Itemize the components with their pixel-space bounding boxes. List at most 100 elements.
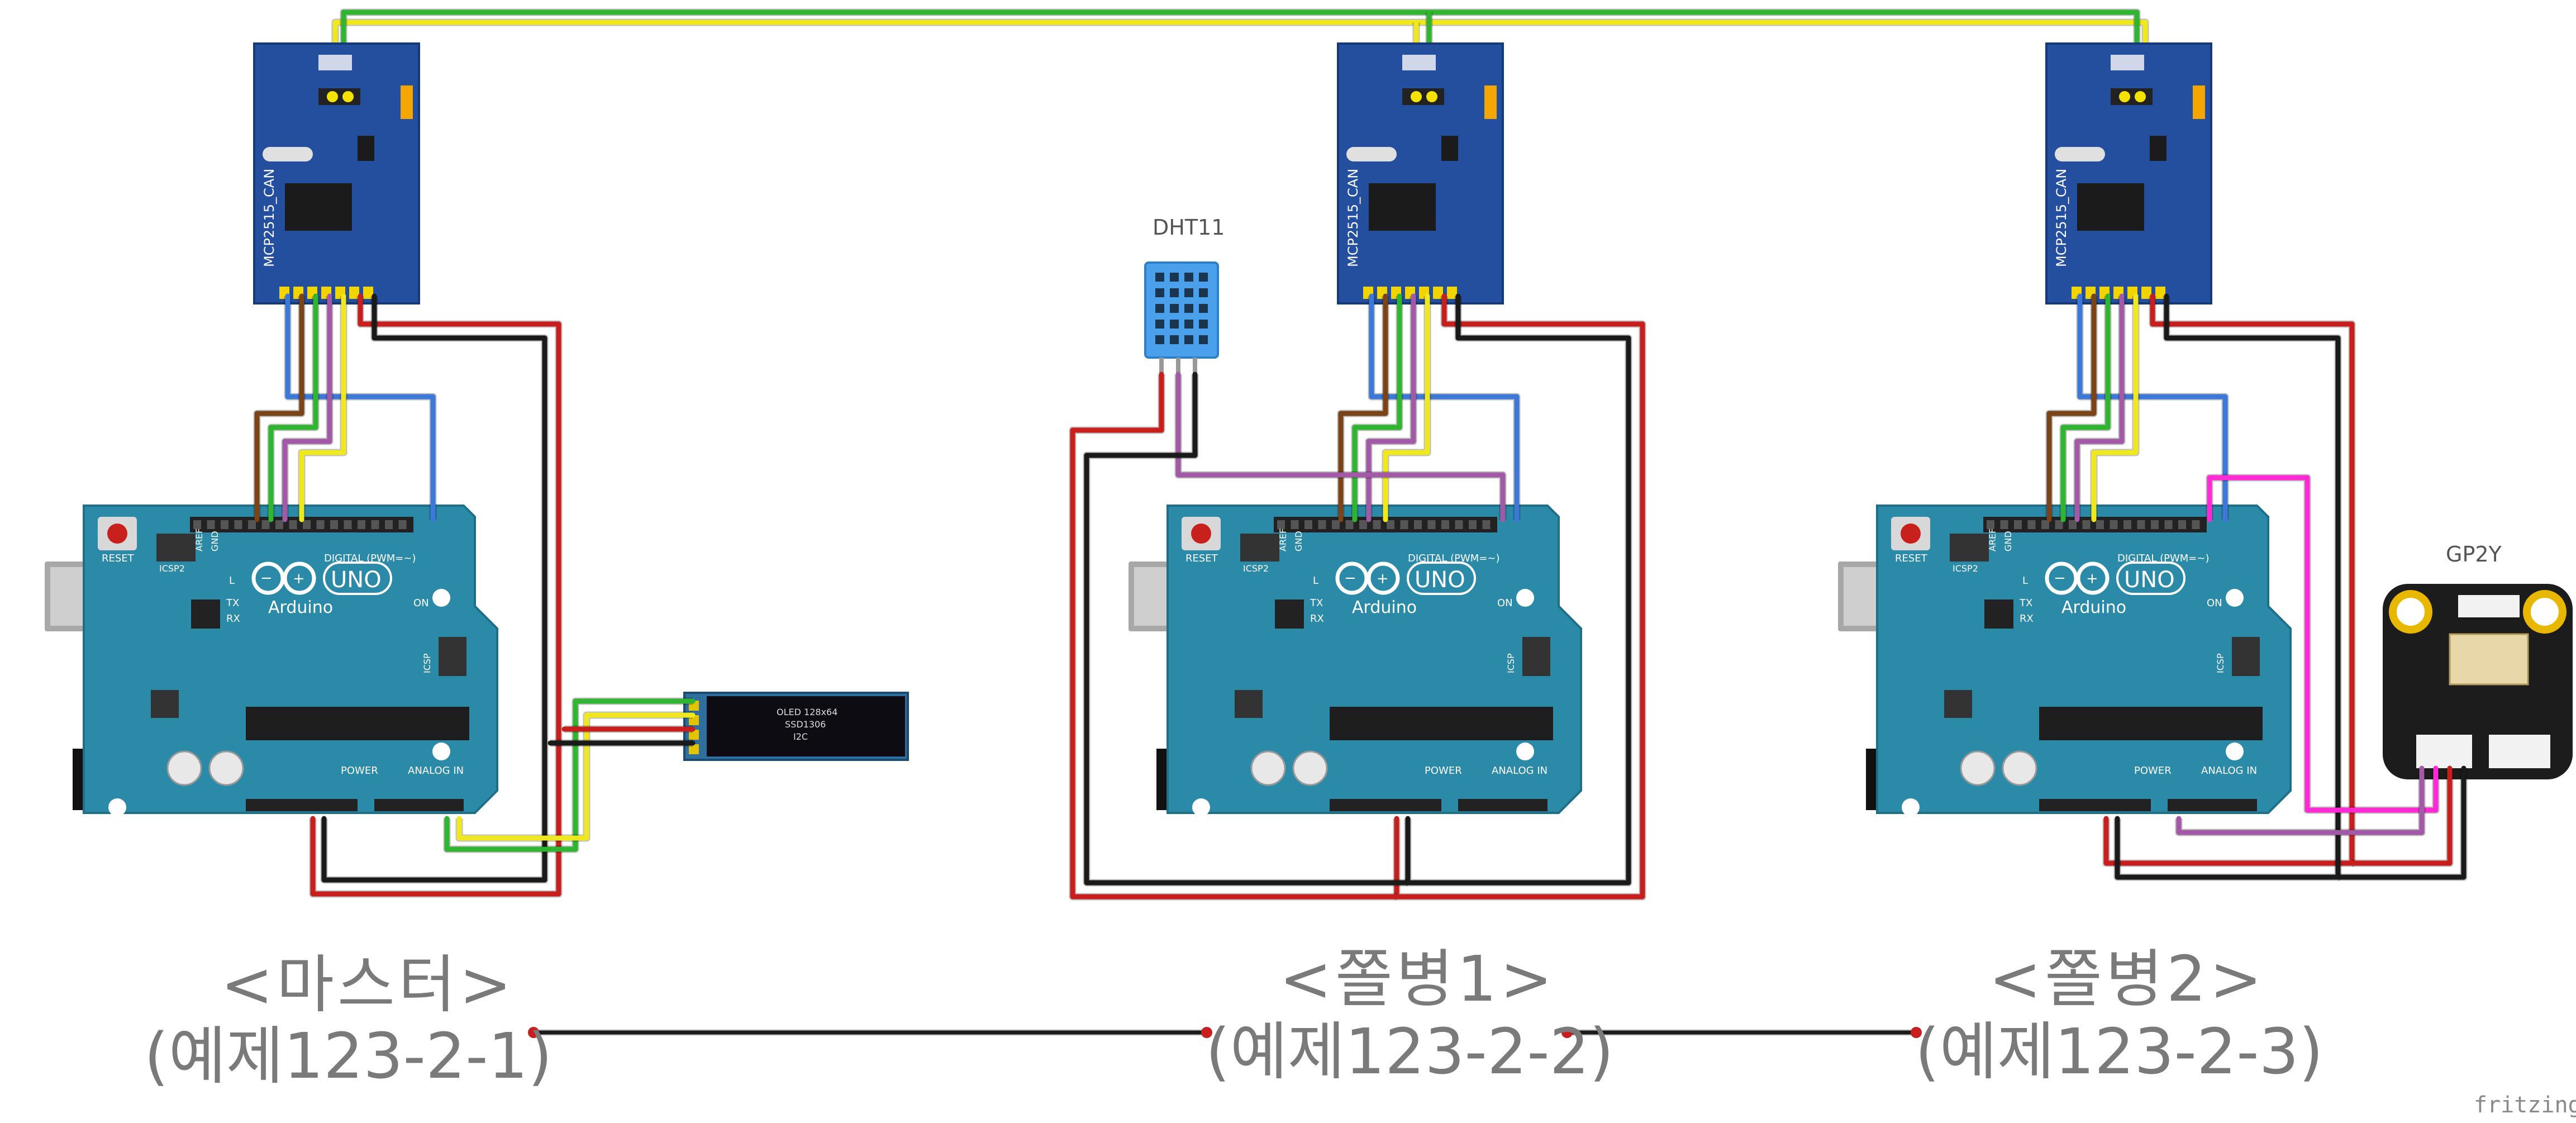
logo-right-ring — [2076, 562, 2110, 595]
can-header-pin — [1447, 287, 1457, 299]
icsp-header — [1522, 637, 1550, 676]
analog-label: ANALOG IN — [408, 765, 464, 777]
dht11-body — [1144, 261, 1219, 359]
crystal — [1346, 147, 1397, 161]
dht11-vcc-wire — [1070, 372, 1399, 900]
dht11-grille — [1170, 273, 1179, 282]
slave2-sck-wire — [2046, 293, 2097, 522]
regulator — [151, 690, 179, 718]
oled-pin — [689, 744, 699, 754]
link-dot-3 — [1561, 1027, 1573, 1038]
uno-text: UNO — [1415, 567, 1465, 593]
can-bus-low-wire-outline — [340, 8, 2141, 49]
dht11-grille — [1199, 335, 1208, 344]
gp2y-gnd-wire — [2335, 765, 2467, 880]
slave2-gnd-wire — [2115, 293, 2341, 880]
oled-sda-wire — [444, 698, 696, 852]
digital-pin — [261, 520, 270, 529]
mount-hole-3 — [2226, 743, 2244, 760]
capacitor-1 — [1960, 750, 1996, 786]
icsp2-label: ICSP2 — [1243, 563, 1269, 574]
mcp2515-chip — [2077, 183, 2144, 231]
power-label: POWER — [2134, 765, 2172, 777]
digital-pin — [398, 520, 407, 529]
digital-pin — [207, 520, 215, 529]
jumper-pin-1 — [1411, 91, 1422, 102]
logo-right-ring — [283, 562, 316, 595]
tx-label: TX — [2019, 597, 2032, 609]
gp2y-dust-sensor — [2383, 584, 2573, 779]
jumper-pin-1 — [327, 91, 338, 102]
reset-label: RESET — [1185, 553, 1218, 564]
mcp2515-can-module-2: MCP2515_CAN — [1337, 42, 1504, 304]
dht11-grille — [1184, 335, 1193, 344]
gp2y-label: GP2Y — [2446, 542, 2502, 567]
digital-pin — [1332, 520, 1340, 529]
master-si-wire — [268, 293, 318, 522]
power-header — [1330, 799, 1441, 811]
oled-scl-wire — [456, 712, 696, 841]
jumper-header — [1402, 88, 1444, 105]
master-cs-wire — [299, 293, 346, 522]
arduino-text: Arduino — [2061, 598, 2126, 617]
icsp-header — [439, 637, 466, 676]
slave1-cs-wire-outline — [1382, 296, 1431, 520]
logo-left-ring — [1335, 562, 1369, 595]
slave2-int-wire — [2077, 293, 2228, 522]
crystal — [263, 147, 313, 161]
mount-hole-3 — [432, 743, 450, 760]
gp2y-connector-left — [2416, 735, 2472, 768]
master-int-wire-outline — [284, 296, 437, 520]
logo-minus: − — [1344, 570, 1356, 587]
digital-pin — [289, 520, 297, 529]
gp2y-vout-wire — [2176, 765, 2425, 835]
small-chip — [1275, 599, 1304, 629]
dht11-grille — [1170, 320, 1179, 329]
digital-pin — [1987, 520, 1994, 529]
analog-header — [374, 799, 464, 811]
icsp2-header — [156, 534, 196, 562]
on-label: ON — [1497, 597, 1513, 609]
power-header — [2039, 799, 2151, 811]
dht11-grille — [1199, 320, 1208, 329]
can-bus-low-wire — [341, 9, 2140, 52]
digital-pin — [221, 520, 228, 529]
dht11-sensor — [1144, 261, 1219, 374]
jumper-header — [2111, 88, 2153, 105]
digital-pin — [330, 520, 338, 529]
logo-minus: − — [260, 570, 273, 587]
master-sck-wire — [254, 293, 304, 522]
gp2y-connector — [2458, 595, 2520, 617]
slave1-example-label: (예제123-2-2) — [1206, 1016, 1614, 1088]
dht11-grille — [1155, 320, 1164, 329]
small-chip — [191, 599, 220, 629]
capacitor-1 — [1250, 750, 1286, 786]
power-label: POWER — [341, 765, 378, 777]
jumper-pin-2 — [1426, 91, 1437, 102]
uno-badge — [2116, 562, 2185, 595]
logo-left-ring — [251, 562, 285, 595]
digital-pin — [344, 520, 352, 529]
master-sck-wire-outline — [253, 296, 306, 520]
atmega-chip — [2039, 707, 2263, 740]
digital-pin — [1469, 520, 1477, 529]
aref-label: AREF — [194, 529, 204, 551]
mount-hole-2 — [2226, 589, 2244, 607]
slave2-sck-wire-outline — [2045, 296, 2098, 520]
can-header-pin — [349, 287, 359, 299]
slave2-so-wire-outline — [2073, 296, 2126, 520]
icsp-label: ICSP — [1506, 653, 1516, 673]
analog-label: ANALOG IN — [1492, 765, 1547, 777]
digital-pin — [2014, 520, 2022, 529]
master-example-label: (예제123-2-1) — [144, 1020, 553, 1093]
digital-pin — [248, 520, 256, 529]
transceiver-chip — [358, 136, 374, 161]
logo-plus: + — [2086, 570, 2098, 587]
icsp2-label: ICSP2 — [1953, 563, 1978, 574]
gp2y-hole-1 — [2389, 590, 2432, 634]
logo-left-ring — [2045, 562, 2078, 595]
rx-label: RX — [2020, 613, 2034, 625]
oled-screen — [707, 696, 905, 756]
can-pcb — [253, 42, 420, 304]
